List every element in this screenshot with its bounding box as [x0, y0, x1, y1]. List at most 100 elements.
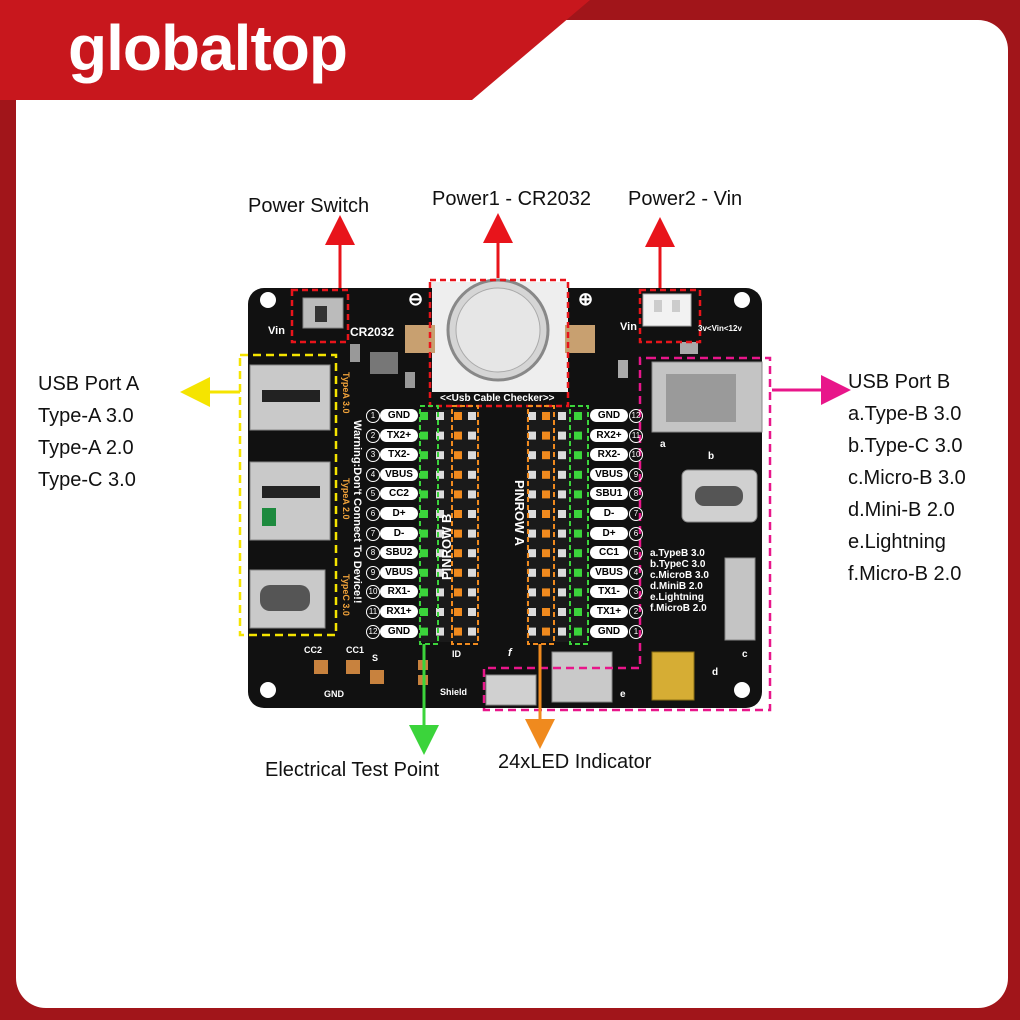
header-pin	[528, 510, 536, 518]
led-indicator	[454, 549, 462, 558]
led-indicator	[542, 451, 550, 460]
led-highlight-left	[451, 405, 479, 645]
electrical-test-point-label: Electrical Test Point	[265, 759, 440, 781]
right-pin-number: 1	[629, 624, 643, 639]
header-pin	[468, 549, 476, 558]
header-pin	[574, 431, 582, 440]
mount-hole	[260, 292, 276, 308]
legend-item: f.MicroB 2.0	[650, 603, 707, 614]
left-pin-label: RX1-	[380, 585, 418, 599]
led-indicator	[454, 490, 462, 499]
header-pin	[558, 529, 566, 538]
left-pin-label: TX2+	[380, 428, 418, 442]
silk-port-a-mark: a	[660, 439, 666, 450]
left-pin-number: 7	[366, 526, 380, 541]
left-pin-number: 10	[366, 585, 380, 600]
left-pin-number: 6	[366, 507, 380, 521]
silk-id: ID	[452, 649, 461, 659]
header-pin	[420, 549, 428, 558]
silk-gnd: GND	[324, 689, 344, 699]
mount-hole	[734, 292, 750, 308]
usb-port-b-item: c.Micro-B 3.0	[848, 467, 966, 489]
silk-vin-right: Vin	[620, 321, 637, 333]
checker-title: <<Usb Cable Checker>>	[440, 393, 555, 404]
usb-port-b-item: d.Mini-B 2.0	[848, 499, 955, 521]
usb-port-a-legend: USB Port A Type-A 3.0 Type-A 2.0 Type-C …	[38, 368, 139, 496]
usb-port-b-item: a.Type-B 3.0	[848, 403, 962, 425]
usb-port-a-title: USB Port A	[38, 373, 140, 395]
header-pin	[574, 490, 582, 499]
header-pin	[436, 588, 444, 597]
header-pin	[528, 412, 536, 420]
silk-port-e-mark: e	[620, 689, 626, 700]
right-pin-label: D-	[590, 507, 628, 520]
left-pin-label: GND	[380, 624, 418, 638]
legend-item: c.MicroB 3.0	[650, 570, 709, 581]
usb-a20-port	[249, 461, 331, 541]
led-indicator	[454, 412, 462, 420]
header-pin	[528, 568, 536, 577]
right-pin-header	[526, 410, 588, 642]
right-pin-label: VBUS	[590, 565, 628, 579]
led-indicator	[454, 510, 462, 518]
power2-label: Power2 - Vin	[628, 188, 743, 210]
led-indicator	[454, 627, 462, 636]
led-indicator-label: 24xLED Indicator	[498, 751, 652, 773]
silk-cc2: CC2	[304, 645, 323, 655]
silk-vin-left: Vin	[268, 325, 285, 337]
right-pin-number: 7	[629, 507, 643, 521]
silk-port-c-mark: c	[742, 649, 748, 660]
left-pin-label: SBU2	[380, 546, 418, 560]
mount-hole	[260, 682, 276, 698]
silk-cc1: CC1	[346, 645, 365, 655]
pcb-board	[248, 288, 762, 708]
left-pin-header	[418, 410, 480, 642]
header-pin	[436, 627, 444, 636]
silk-cr2032: CR2032	[350, 325, 395, 339]
header-pin	[468, 588, 476, 597]
header-pin	[558, 412, 566, 420]
header-pin	[558, 568, 566, 577]
header-pin	[468, 568, 476, 577]
header-pin	[528, 470, 536, 479]
right-pin-label: CC1	[590, 546, 628, 560]
usb-port-a-item: Type-A 2.0	[38, 437, 134, 459]
silk-shield: Shield	[440, 687, 468, 697]
mount-hole	[734, 682, 750, 698]
usb-port-b-legend: USB Port B a.Type-B 3.0 b.Type-C 3.0 c.M…	[848, 366, 966, 590]
header-pin	[468, 490, 476, 499]
header-pin	[436, 412, 444, 420]
header-pin	[436, 510, 444, 518]
right-pin-label: SBU1	[590, 487, 628, 501]
right-pin-label: D+	[590, 526, 628, 540]
silk-s-mark: S	[372, 653, 379, 663]
right-pin-number: 6	[629, 526, 643, 541]
header-pin	[558, 510, 566, 518]
micro-b30-port	[724, 557, 756, 641]
usb-port-b-item: b.Type-C 3.0	[848, 435, 963, 457]
header-pin	[574, 529, 582, 538]
header-pin	[436, 549, 444, 558]
led-indicator	[542, 568, 550, 577]
brand-name: globaltop	[68, 12, 348, 84]
legend-item: b.TypeC 3.0	[650, 559, 706, 570]
right-pin-label: RX2+	[590, 428, 628, 442]
header-pin	[558, 431, 566, 440]
header-pin	[420, 470, 428, 479]
header-pin	[468, 529, 476, 538]
silk-port-b-mark: b	[708, 451, 715, 462]
header-pin	[420, 529, 428, 538]
header-pin	[528, 431, 536, 440]
header-pin	[574, 451, 582, 460]
test-point-highlight-left	[419, 405, 439, 645]
right-pin-label: GND	[590, 624, 628, 638]
led-indicator	[542, 549, 550, 558]
test-point-highlight-right	[569, 405, 589, 645]
silk-port-d-mark: d	[712, 667, 719, 678]
right-pin-number: 12	[629, 409, 643, 423]
led-indicator	[454, 431, 462, 440]
header-pin	[468, 627, 476, 636]
left-pin-label: D-	[380, 526, 418, 540]
header-pin	[574, 510, 582, 518]
left-pin-label: VBUS	[380, 467, 418, 481]
